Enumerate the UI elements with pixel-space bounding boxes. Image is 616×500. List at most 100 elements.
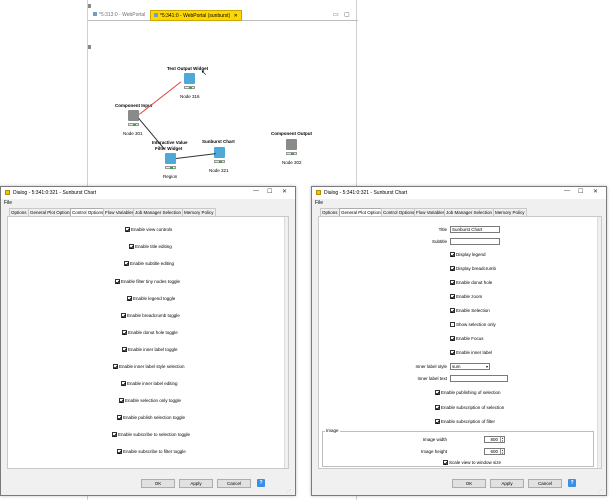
- connection-edge[interactable]: [176, 153, 216, 159]
- subtitle-input[interactable]: [450, 238, 500, 245]
- checkbox-checked-icon: [450, 252, 455, 257]
- enable-subscribe-to-selection-toggle-checkbox[interactable]: Enable subscribe to selection toggle: [112, 432, 190, 438]
- close-icon[interactable]: ✕: [233, 13, 238, 19]
- cancel-button[interactable]: Cancel: [528, 479, 562, 488]
- enable-subscription-of-filter-checkbox[interactable]: Enable subscription of filter: [435, 419, 495, 425]
- enable-publishing-of-selection-checkbox[interactable]: Enable publishing of selection: [435, 390, 501, 396]
- close-icon[interactable]: ✕: [593, 189, 599, 195]
- enable-publish-selection-toggle-checkbox[interactable]: Enable publish selection toggle: [117, 415, 185, 421]
- apply-button[interactable]: Apply: [490, 479, 524, 488]
- title-input[interactable]: Sunburst Chart: [450, 226, 500, 233]
- checkbox-label: Scale view to window size: [449, 460, 502, 465]
- node-status-traffic-light: [165, 166, 176, 169]
- display-breadcrumb-checkbox[interactable]: Display breadcrumb: [450, 266, 496, 272]
- enable-subscription-of-selection-checkbox[interactable]: Enable subscription of selection: [435, 405, 504, 411]
- cancel-button[interactable]: Cancel: [217, 479, 251, 488]
- chevron-down-icon: ▾: [485, 364, 488, 369]
- help-icon[interactable]: ?: [257, 479, 265, 487]
- scale-view-to-window-size-checkbox[interactable]: Scale view to window size: [443, 460, 501, 466]
- resize-grip-icon[interactable]: ⋰: [598, 488, 602, 493]
- tab-memory-policy[interactable]: Memory Policy: [493, 208, 527, 216]
- checkbox-checked-icon: [121, 313, 126, 318]
- spinner-arrows-icon[interactable]: ▴▾: [500, 448, 504, 455]
- enable-zoom-checkbox[interactable]: Enable zoom: [450, 294, 482, 300]
- checkbox-checked-icon: [450, 350, 455, 355]
- editor-tab-webportal-sunburst[interactable]: *5:341:0 - WebPortal (sunburst) ✕: [150, 10, 242, 21]
- drag-handle-icon[interactable]: [88, 4, 91, 8]
- ok-button[interactable]: OK: [141, 479, 175, 488]
- image-width-spinner[interactable]: 800▴▾: [484, 436, 505, 443]
- tab-job-manager-selection[interactable]: Job Manager Selection: [133, 208, 184, 216]
- enable-focus-checkbox[interactable]: Enable Focus: [450, 336, 484, 342]
- inner-label-text-label: Inner label text: [417, 376, 447, 381]
- enable-legend-toggle-checkbox[interactable]: Enable legend toggle: [127, 296, 175, 302]
- enable-title-editing-checkbox[interactable]: Enable title editing: [129, 244, 172, 250]
- enable-donut-hole-checkbox[interactable]: Enable donut hole: [450, 280, 492, 286]
- menu-file[interactable]: File: [315, 200, 324, 206]
- checkbox-label: Show selection only: [456, 322, 496, 327]
- tab-general-plot-options[interactable]: General Plot Options: [28, 208, 74, 216]
- enable-subscribe-to-filter-toggle-checkbox[interactable]: Enable subscribe to filter toggle: [117, 449, 186, 455]
- enable-inner-label-editing-checkbox[interactable]: Enable inner label editing: [121, 381, 178, 387]
- spinner-arrows-icon[interactable]: ▴▾: [500, 436, 504, 443]
- tab-flow-variables[interactable]: Flow Variables: [414, 208, 448, 216]
- enable-subtitle-editing-checkbox[interactable]: Enable subtitle editing: [124, 261, 174, 267]
- component-output-node-icon[interactable]: [286, 139, 297, 150]
- inner-label-style-select[interactable]: sum▾: [450, 363, 490, 370]
- enable-inner-label-toggle-checkbox[interactable]: Enable inner label toggle: [122, 347, 178, 353]
- ok-button[interactable]: OK: [452, 479, 486, 488]
- inner-label-text-input[interactable]: [450, 375, 508, 382]
- enable-view-controls-checkbox[interactable]: Enable view controls: [125, 227, 172, 233]
- enable-filter-tiny-nodes-toggle-checkbox[interactable]: Enable filter tiny nodes toggle: [115, 279, 180, 285]
- checkbox-label: Enable inner label toggle: [128, 347, 178, 352]
- node-name: Node 302: [282, 160, 302, 165]
- tab-control-options[interactable]: Control Options: [70, 208, 106, 216]
- enable-inner-label-style-selection-checkbox[interactable]: Enable inner label style selection: [113, 364, 185, 370]
- editor-tab-webportal-313[interactable]: *5:313:0 - WebPortal: [90, 10, 148, 21]
- show-selection-only-checkbox[interactable]: Show selection only: [450, 322, 496, 328]
- tab-memory-policy[interactable]: Memory Policy: [182, 208, 216, 216]
- display-legend-checkbox[interactable]: Display legend: [450, 252, 486, 258]
- checkbox-label: Display breadcrumb: [456, 266, 497, 271]
- resize-grip-icon[interactable]: ⋰: [287, 488, 291, 493]
- checkbox-label: Enable Selection: [456, 308, 490, 313]
- maximize-icon[interactable]: ▢: [344, 12, 350, 18]
- tab-flow-variables[interactable]: Flow Variables: [103, 208, 137, 216]
- dialog-control-options: Dialog - 5:341:0:321 - Sunburst Chart — …: [0, 186, 296, 496]
- node-status-traffic-light: [286, 152, 297, 155]
- minimize-icon[interactable]: —: [564, 188, 570, 194]
- enable-breadcrumb-toggle-checkbox[interactable]: Enable breadcrumb toggle: [121, 313, 180, 319]
- text-output-node-icon[interactable]: [184, 73, 195, 84]
- enable-inner-label-checkbox[interactable]: Enable inner label: [450, 350, 492, 356]
- enable-selection-checkbox[interactable]: Enable Selection: [450, 308, 490, 314]
- tab-job-manager-selection[interactable]: Job Manager Selection: [444, 208, 495, 216]
- minimize-icon[interactable]: ▭: [333, 12, 339, 18]
- maximize-icon[interactable]: ☐: [267, 189, 273, 195]
- maximize-icon[interactable]: ☐: [578, 189, 584, 195]
- close-icon[interactable]: ✕: [282, 189, 288, 195]
- checkbox-label: Enable filter tiny nodes toggle: [121, 279, 181, 284]
- minimize-icon[interactable]: —: [253, 188, 259, 194]
- tab-control-options[interactable]: Control Options: [381, 208, 417, 216]
- menu-file[interactable]: File: [4, 200, 13, 206]
- control-options-panel: Enable view controls Enable title editin…: [7, 216, 289, 469]
- dialog-titlebar: Dialog - 5:341:0:321 - Sunburst Chart — …: [312, 187, 606, 199]
- connection-edge[interactable]: [139, 81, 182, 115]
- sunburst-chart-node-icon[interactable]: [214, 147, 225, 158]
- help-icon[interactable]: ?: [568, 479, 576, 487]
- scrollbar[interactable]: [597, 217, 601, 468]
- enable-selection-only-toggle-checkbox[interactable]: Enable selection only toggle: [119, 398, 181, 404]
- tab-options[interactable]: Options: [320, 208, 340, 216]
- drag-handle-icon[interactable]: [88, 45, 91, 49]
- tab-options[interactable]: Options: [9, 208, 29, 216]
- component-input-node-icon[interactable]: [128, 110, 139, 121]
- checkbox-checked-icon: [435, 390, 440, 395]
- checkbox-checked-icon: [122, 347, 127, 352]
- apply-button[interactable]: Apply: [179, 479, 213, 488]
- tab-general-plot-options[interactable]: General Plot Options: [339, 208, 385, 216]
- interactive-filter-node-icon[interactable]: [165, 153, 176, 164]
- scrollbar[interactable]: [284, 217, 288, 468]
- workflow-icon: [154, 13, 158, 17]
- image-height-spinner[interactable]: 600▴▾: [484, 448, 505, 455]
- enable-donut-hole-toggle-checkbox[interactable]: Enable donut hole toggle: [122, 330, 178, 336]
